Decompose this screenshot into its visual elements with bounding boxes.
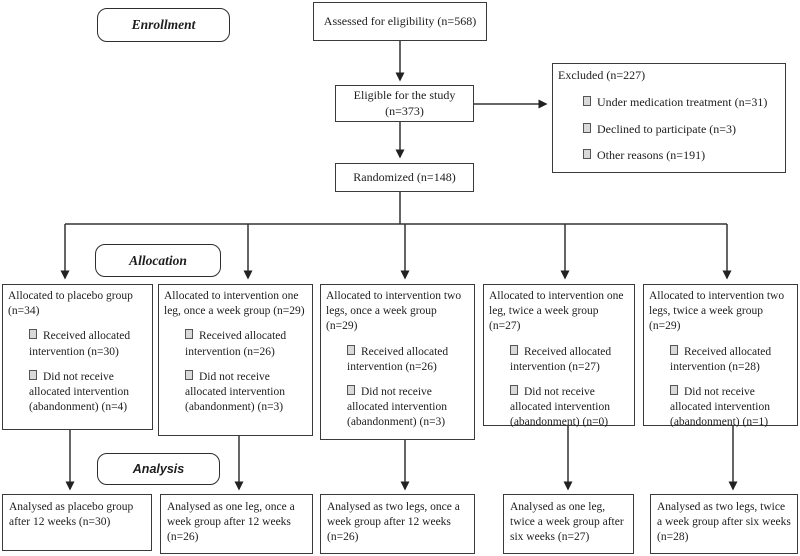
- bullet-box-icon: [510, 344, 518, 355]
- allocation-item: Received allocated intervention (n=26): [321, 344, 474, 375]
- bullet-box-icon: [185, 369, 193, 380]
- allocation-item: Received allocated intervention (n=26): [159, 329, 312, 359]
- node-allocation-placebo: Allocated to placebo group (n=34) Receiv…: [2, 284, 153, 430]
- excluded-item: Under medication treatment (n=31): [553, 95, 785, 111]
- randomized-text: Randomized (n=148): [353, 169, 456, 184]
- node-eligible: Eligible for the study (n=373): [335, 85, 474, 122]
- bullet-box-icon: [583, 149, 591, 160]
- allocation-title: Allocated to placebo group (n=34): [8, 290, 133, 318]
- bullet-box-icon: [670, 344, 678, 355]
- analysis-text: Analysed as placebo group after 12 weeks…: [9, 501, 134, 529]
- allocation-item: Received allocated intervention (n=30): [3, 329, 152, 359]
- allocation-title: Allocated to intervention one leg, twice…: [489, 290, 624, 333]
- node-allocation-one-leg-twice: Allocated to intervention one leg, twice…: [483, 284, 635, 428]
- bullet-box-icon: [347, 384, 355, 395]
- allocation-item: Did not receive allocated intervention (…: [159, 369, 312, 416]
- node-assessed: Assessed for eligibility (n=568): [313, 2, 487, 41]
- allocation-item-text: Received allocated intervention (n=27): [510, 345, 612, 373]
- node-excluded: Excluded (n=227) Under medication treatm…: [552, 63, 786, 173]
- allocation-item-text: Did not receive allocated intervention (…: [185, 370, 285, 414]
- eligible-text-line2: (n=373): [385, 103, 424, 118]
- assessed-text: Assessed for eligibility (n=568): [323, 13, 477, 28]
- bullet-box-icon: [185, 329, 193, 340]
- excluded-title: Excluded (n=227): [558, 68, 646, 82]
- node-analysis-placebo: Analysed as placebo group after 12 weeks…: [2, 494, 152, 551]
- allocation-item-text: Received allocated intervention (n=28): [670, 345, 772, 373]
- allocation-title: Allocated to intervention one leg, once …: [164, 290, 305, 318]
- stage-label-analysis: Analysis: [97, 453, 220, 485]
- allocation-item-text: Received allocated intervention (n=30): [29, 330, 131, 358]
- allocation-item: Did not receive allocated intervention (…: [3, 369, 152, 416]
- bullet-box-icon: [347, 344, 355, 355]
- eligible-text-line1: Eligible for the study: [353, 87, 456, 102]
- analysis-text: Analysed as two legs, twice a week group…: [657, 501, 791, 544]
- allocation-item: Did not receive allocated intervention (…: [484, 384, 634, 431]
- stage-label-enrollment: Enrollment: [97, 8, 230, 42]
- excluded-item-text: Under medication treatment (n=31): [597, 94, 768, 109]
- bullet-box-icon: [29, 329, 37, 340]
- excluded-item: Other reasons (n=191): [553, 148, 785, 164]
- node-analysis-one-leg-twice: Analysed as one leg, twice a week group …: [503, 494, 634, 554]
- node-analysis-two-legs-once: Analysed as two legs, once a week group …: [320, 494, 475, 554]
- node-allocation-two-legs-once: Allocated to intervention two legs, once…: [320, 284, 475, 440]
- bullet-box-icon: [510, 384, 518, 395]
- bullet-box-icon: [583, 95, 591, 106]
- excluded-item: Declined to participate (n=3): [553, 122, 785, 138]
- allocation-item-text: Did not receive allocated intervention (…: [670, 385, 770, 429]
- allocation-item-text: Did not receive allocated intervention (…: [347, 385, 447, 429]
- allocation-title: Allocated to intervention two legs, twic…: [649, 290, 785, 333]
- bullet-box-icon: [583, 122, 591, 133]
- analysis-text: Analysed as two legs, once a week group …: [327, 501, 460, 544]
- allocation-item: Received allocated intervention (n=28): [644, 344, 797, 375]
- excluded-item-text: Declined to participate (n=3): [597, 121, 737, 136]
- allocation-item-text: Did not receive allocated intervention (…: [29, 370, 129, 414]
- allocation-title: Allocated to intervention two legs, once…: [326, 290, 462, 333]
- allocation-item: Did not receive allocated intervention (…: [644, 384, 797, 431]
- node-randomized: Randomized (n=148): [335, 163, 474, 192]
- stage-label-allocation: Allocation: [95, 244, 221, 277]
- bullet-box-icon: [29, 369, 37, 380]
- allocation-item-text: Received allocated intervention (n=26): [185, 330, 287, 358]
- node-allocation-two-legs-twice: Allocated to intervention two legs, twic…: [643, 284, 798, 428]
- node-allocation-one-leg-once: Allocated to intervention one leg, once …: [158, 284, 313, 436]
- allocation-item: Did not receive allocated intervention (…: [321, 384, 474, 431]
- excluded-item-text: Other reasons (n=191): [597, 148, 706, 163]
- bullet-box-icon: [670, 384, 678, 395]
- allocation-item-text: Did not receive allocated intervention (…: [510, 385, 610, 429]
- allocation-item-text: Received allocated intervention (n=26): [347, 345, 449, 373]
- node-analysis-two-legs-twice: Analysed as two legs, twice a week group…: [650, 494, 798, 554]
- analysis-text: Analysed as one leg, once a week group a…: [167, 501, 295, 544]
- analysis-text: Analysed as one leg, twice a week group …: [510, 501, 624, 544]
- allocation-item: Received allocated intervention (n=27): [484, 344, 634, 375]
- node-analysis-one-leg-once: Analysed as one leg, once a week group a…: [160, 494, 313, 554]
